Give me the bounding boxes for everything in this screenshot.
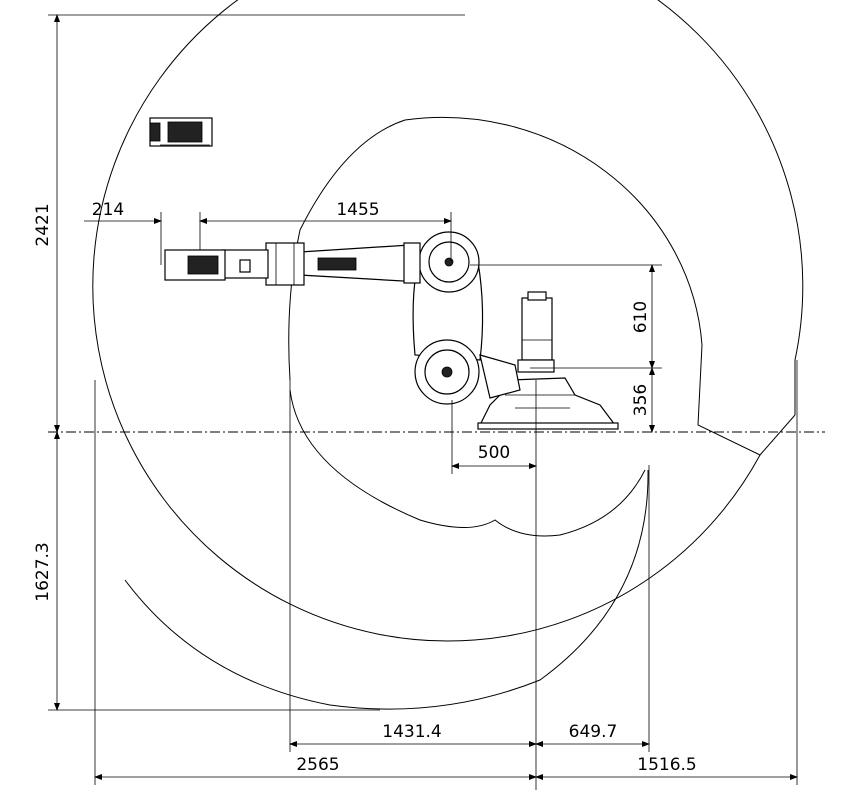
dim-2565-label: 2565 [296, 755, 339, 775]
wrist-top-view [149, 117, 213, 147]
arm-motor-label [317, 257, 357, 271]
outer-reach-arc [92, 0, 804, 642]
lower-outer-arc [124, 469, 649, 710]
dim-500-label: 500 [478, 443, 510, 463]
outer-reach-tip [697, 344, 796, 456]
dimension-lines: 2421 1627.3 214 1455 610 356 500 1431.4 … [33, 14, 798, 790]
robot-arm [149, 117, 619, 430]
dim-649-label: 649.7 [569, 722, 618, 742]
dim-1431-label: 1431.4 [382, 722, 441, 742]
dim-214-label: 214 [92, 200, 124, 220]
dim-2421-label: 2421 [33, 203, 53, 246]
forearm-collar [265, 242, 305, 286]
dim-1516-label: 1516.5 [637, 755, 696, 775]
dim-610-label: 610 [631, 301, 651, 333]
base-plate [477, 422, 619, 430]
base-motor [521, 297, 553, 361]
dim-1455-label: 1455 [336, 200, 379, 220]
lower-inner-arc [289, 389, 646, 537]
dim-1627-label: 1627.3 [33, 542, 53, 601]
workspace-envelope [92, 0, 804, 710]
dim-356-label: 356 [631, 384, 651, 416]
